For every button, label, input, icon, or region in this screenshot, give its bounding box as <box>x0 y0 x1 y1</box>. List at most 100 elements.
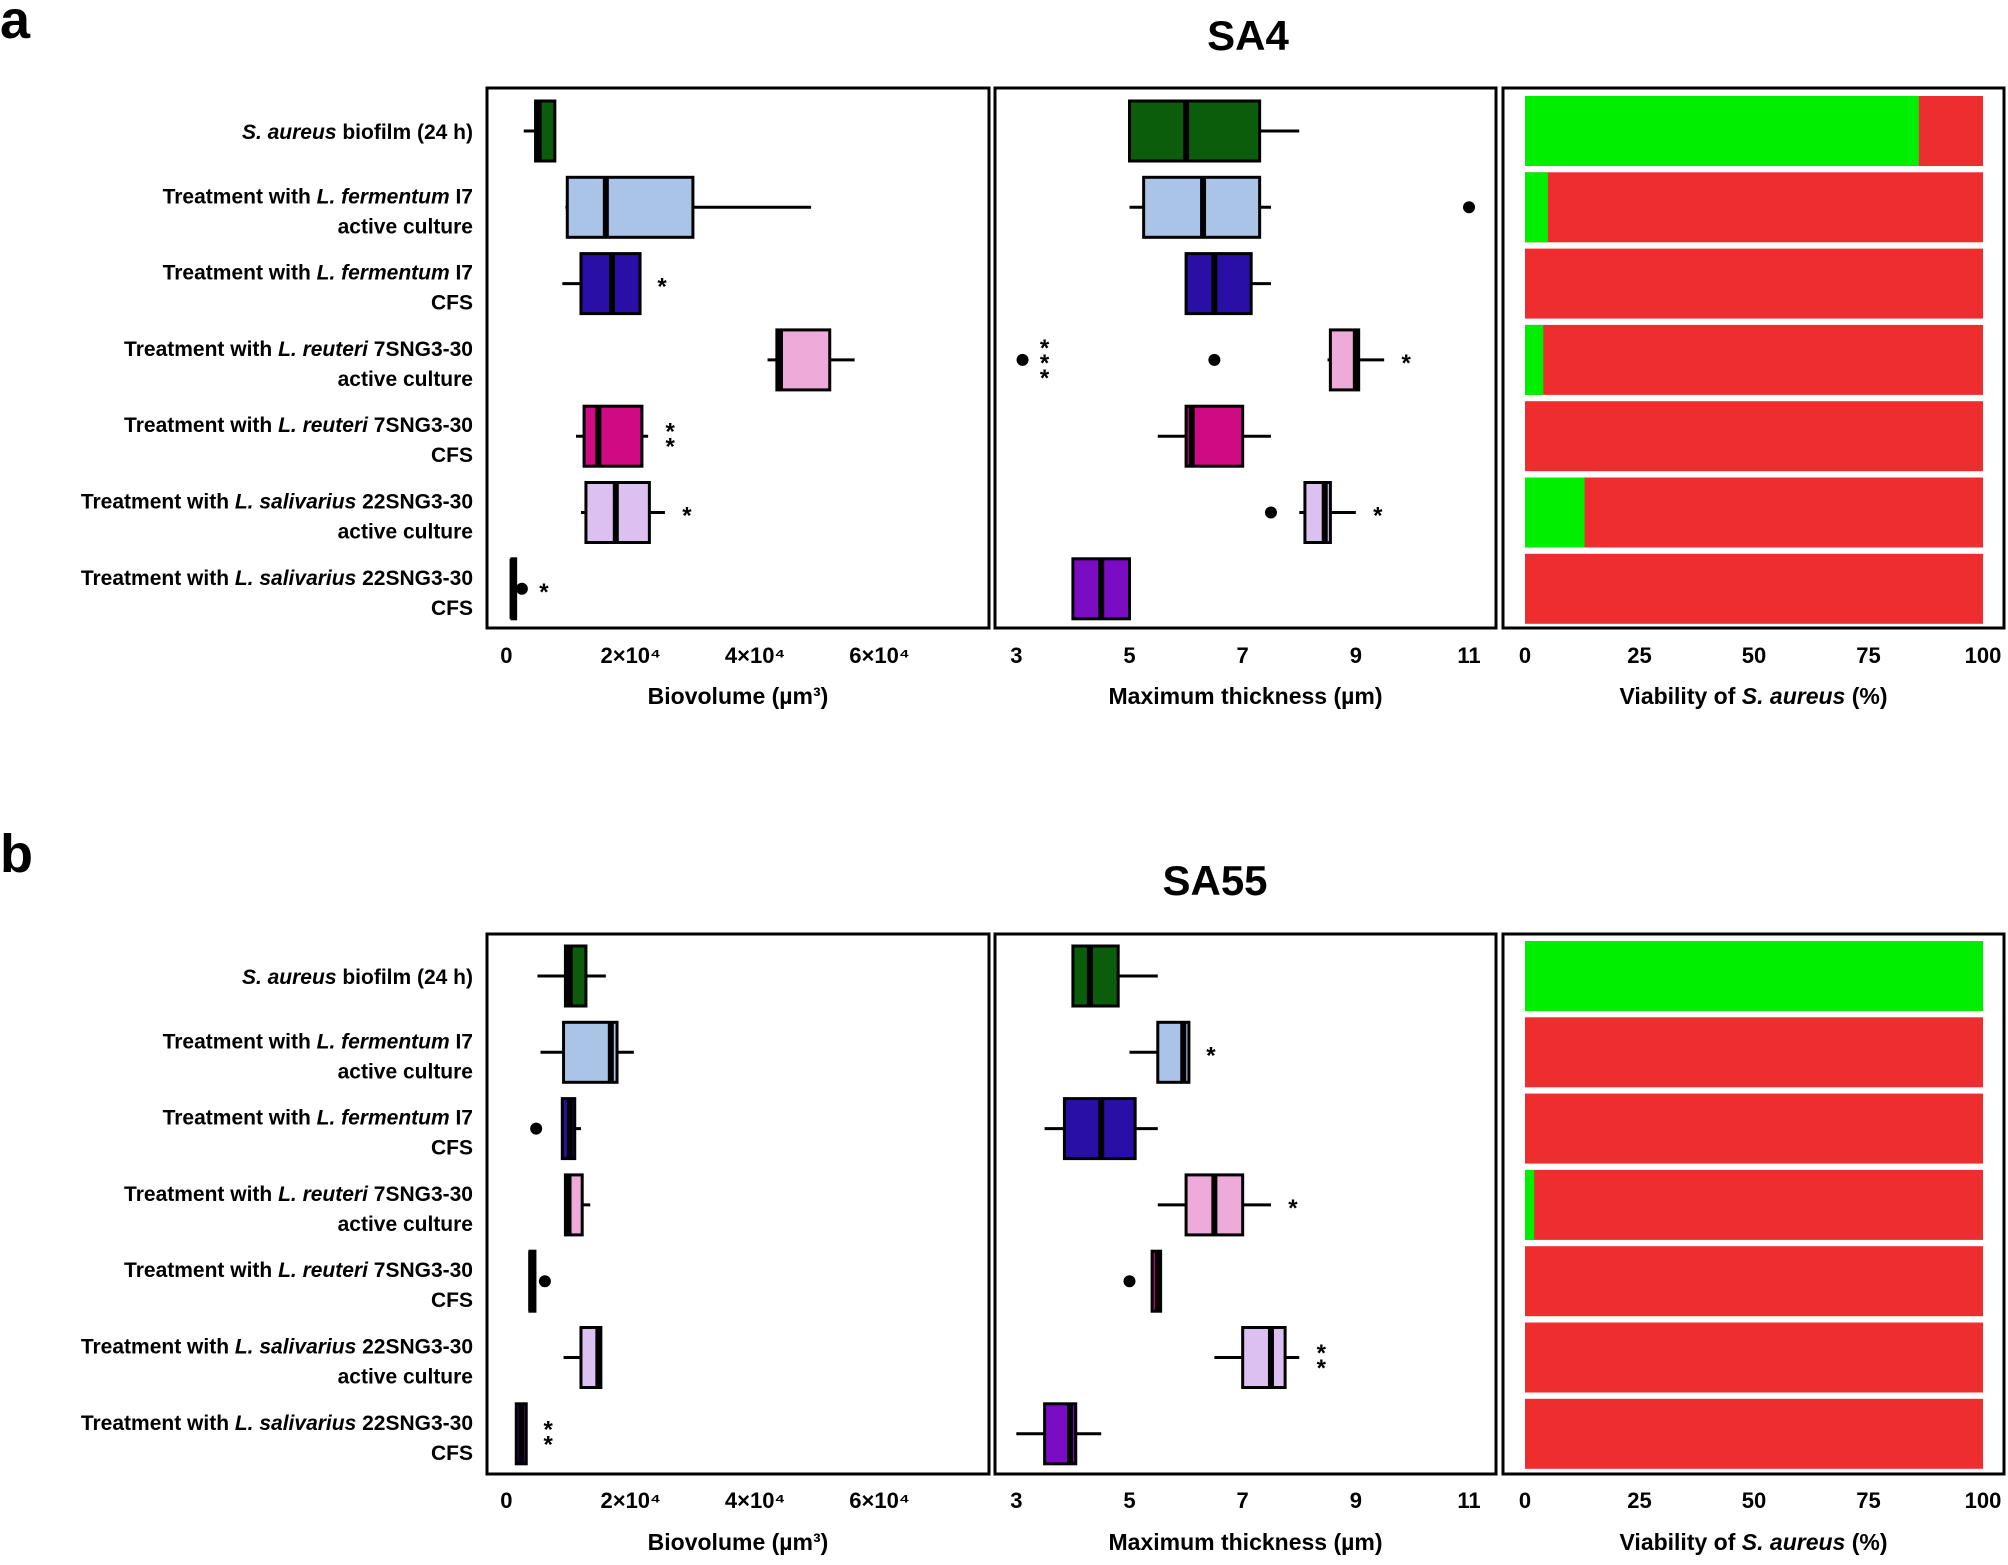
dead-segment <box>1525 1169 1983 1240</box>
box-2 <box>1184 252 1271 316</box>
box-3: *** <box>767 328 1050 392</box>
group-label-3: Treatment with L. reuteri 7SNG3-30 <box>124 1183 473 1206</box>
tick-label: 3 <box>1010 1488 1022 1513</box>
group-label-1: Treatment with L. fermentum I7 <box>163 1030 473 1053</box>
axis-label: Maximum thickness (µm) <box>1109 1529 1383 1555</box>
tick-label: 6×10⁴ <box>849 1488 909 1513</box>
box-1 <box>565 175 812 239</box>
tick-label: 11 <box>1457 643 1480 668</box>
significance-marker: * <box>1401 350 1411 377</box>
dead-segment <box>1525 477 1983 548</box>
viability-bar-5 <box>1525 477 1983 548</box>
tick-label: 25 <box>1627 1488 1651 1513</box>
box-4 <box>1157 404 1271 468</box>
significance-marker: * <box>1317 1355 1327 1382</box>
box-iqr <box>1241 1326 1287 1389</box>
dead-segment <box>1525 1398 1983 1469</box>
dead-segment <box>1525 324 1983 395</box>
significance-marker: * <box>539 579 549 606</box>
box-5 <box>563 1326 603 1389</box>
tick-label: 7 <box>1237 1488 1249 1513</box>
dead-segment <box>1525 248 1983 319</box>
panel-letter-b: b <box>0 824 33 884</box>
axis-label: Viability of S. aureus (%) <box>1620 1529 1888 1555</box>
group-label-line2-2: CFS <box>431 292 473 315</box>
alive-segment <box>1525 477 1585 548</box>
box-0 <box>537 944 606 1008</box>
tick-label: 50 <box>1742 643 1766 668</box>
significance-marker: * <box>682 503 692 530</box>
plot-frame <box>1501 932 2006 1476</box>
viability-bar-2 <box>1525 248 1983 319</box>
box-iqr <box>1184 404 1245 468</box>
group-label-4: Treatment with L. reuteri 7SNG3-30 <box>124 1259 473 1282</box>
box-6: ** <box>514 1402 554 1466</box>
axis-label: Biovolume (µm³) <box>648 683 829 709</box>
dead-segment <box>1525 1322 1983 1393</box>
box-5: * <box>1264 481 1383 544</box>
significance-marker: * <box>665 419 675 446</box>
significance-marker: * <box>544 1431 554 1458</box>
viability-bar-4 <box>1525 1246 1983 1317</box>
tick-label: 0 <box>500 1488 512 1513</box>
group-label-0: S. aureus biofilm (24 h) <box>242 966 473 989</box>
viability-bar-4 <box>1525 401 1983 472</box>
tick-label: 100 <box>1965 643 2002 668</box>
plot-frame <box>485 932 991 1476</box>
viability-bar-0 <box>1525 96 1983 166</box>
tick-label: 5 <box>1123 1488 1135 1513</box>
group-label-2: Treatment with L. fermentum I7 <box>163 1107 473 1130</box>
group-label-line2-1: active culture <box>338 1060 473 1083</box>
tick-label: 4×10⁴ <box>725 643 785 668</box>
box-4 <box>1123 1249 1163 1313</box>
box-iqr <box>1127 99 1262 163</box>
box-4 <box>528 1249 551 1313</box>
group-label-line2-3: active culture <box>338 368 473 391</box>
tick-label: 50 <box>1742 1488 1766 1513</box>
viability-bar-3 <box>1525 1169 1983 1240</box>
tick-label: 4×10⁴ <box>725 1488 785 1513</box>
outlier-point <box>1264 506 1277 519</box>
axis-label: Viability of S. aureus (%) <box>1620 683 1888 709</box>
outlier-point <box>1463 201 1476 214</box>
outlier-point <box>530 1122 543 1135</box>
viability-bar-3 <box>1525 324 1983 395</box>
plot-frame <box>485 86 991 630</box>
tick-label: 5 <box>1123 643 1135 668</box>
group-label-6: Treatment with L. salivarius 22SNG3-30 <box>81 567 473 590</box>
axis-label: Maximum thickness (µm) <box>1109 683 1383 709</box>
group-label-4: Treatment with L. reuteri 7SNG3-30 <box>124 414 473 437</box>
box-6 <box>1071 557 1131 621</box>
group-label-line2-4: CFS <box>431 444 473 467</box>
box-iqr <box>1184 252 1253 316</box>
box-iqr <box>1071 944 1120 1008</box>
plot-frame <box>993 932 1498 1476</box>
group-label-6: Treatment with L. salivarius 22SNG3-30 <box>81 1412 473 1435</box>
box-2 <box>530 1097 581 1161</box>
significance-marker: * <box>1288 1195 1298 1222</box>
group-label-1: Treatment with L. fermentum I7 <box>163 185 473 208</box>
viability-bar-1 <box>1525 172 1983 243</box>
box-3 <box>563 1173 591 1237</box>
tick-label: 9 <box>1350 1488 1362 1513</box>
tick-label: 3 <box>1010 643 1022 668</box>
box-0 <box>523 99 557 163</box>
group-label-0: S. aureus biofilm (24 h) <box>242 121 473 144</box>
group-label-line2-2: CFS <box>431 1137 473 1160</box>
alive-segment <box>1525 172 1548 243</box>
outlier-point <box>1016 353 1029 366</box>
viability-bar-2 <box>1525 1093 1983 1164</box>
group-label-line2-5: active culture <box>338 521 473 544</box>
significance-marker: * <box>657 274 667 301</box>
box-5: ** <box>1214 1326 1327 1389</box>
box-0 <box>1071 944 1158 1008</box>
tick-label: 75 <box>1856 1488 1880 1513</box>
box-0 <box>1127 99 1300 163</box>
